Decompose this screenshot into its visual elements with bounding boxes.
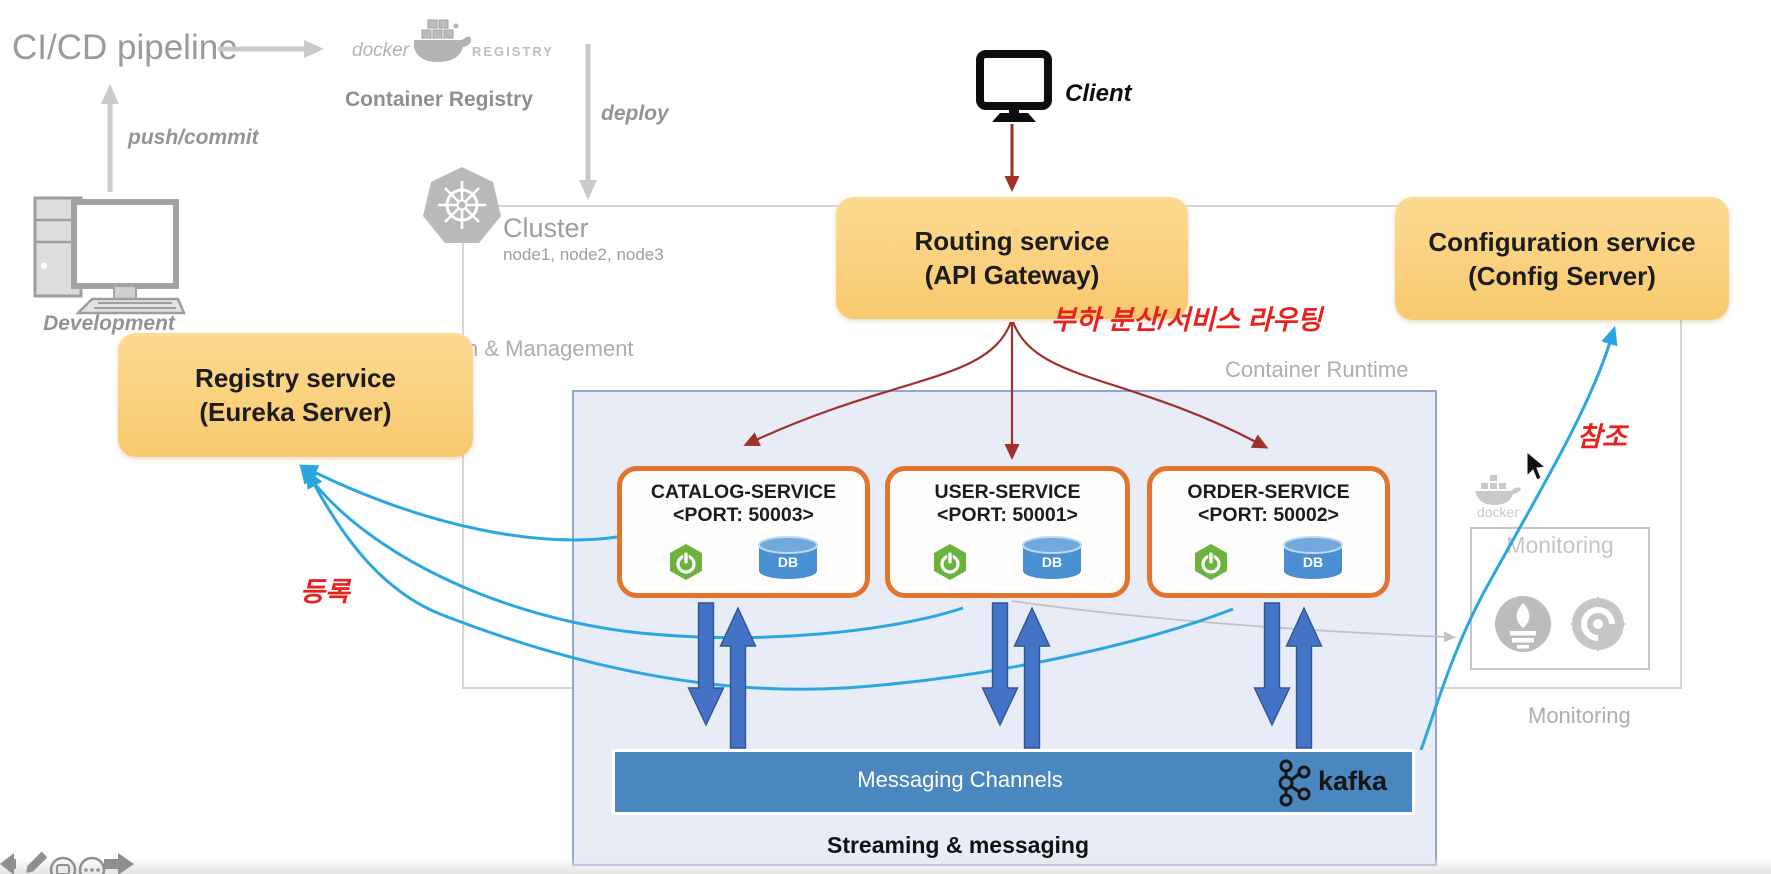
management-label: n & Management: [466, 336, 634, 361]
prev-slide-icon[interactable]: [0, 852, 16, 874]
routing-line1: Routing service: [914, 226, 1110, 256]
docker-small-label: docker: [1476, 504, 1520, 520]
monitoring-inner-label: Monitoring: [1506, 532, 1614, 558]
routing-service-box: Routing service (API Gateway): [836, 197, 1188, 319]
spring-boot-icon: [667, 543, 705, 581]
prometheus-icon: [1494, 595, 1552, 653]
routing-line2: (API Gateway): [924, 260, 1100, 290]
mouse-cursor-icon: [1524, 452, 1548, 482]
config-line1: Configuration service: [1428, 226, 1696, 257]
slide-bottom-edge: [0, 857, 1771, 874]
development-computer-icon: [30, 190, 188, 318]
kubernetes-icon: [422, 165, 502, 245]
monitoring-outer-label: Monitoring: [1528, 703, 1631, 728]
streaming-caption: Streaming & messaging: [826, 832, 1090, 858]
spring-boot-icon: [931, 543, 969, 581]
service-name: ORDER-SERVICE: [1187, 481, 1350, 503]
deploy-label: deploy: [601, 102, 669, 125]
grafana-icon: [1568, 595, 1628, 653]
development-label: Development: [43, 312, 175, 335]
spring-boot-icon: [1192, 543, 1230, 581]
config-line2: (Config Server): [1468, 260, 1656, 291]
docker-brand-label: docker: [352, 40, 410, 61]
service-name: CATALOG-SERVICE: [650, 481, 837, 503]
service-port: <PORT: 50003>: [673, 504, 814, 526]
kafka-label: kafka: [1318, 766, 1388, 796]
cicd-pipeline-title: CI/CD pipeline: [12, 28, 238, 67]
service-port: <PORT: 50001>: [937, 504, 1078, 526]
database-icon: DB: [756, 535, 820, 581]
db-label: DB: [1303, 554, 1323, 570]
docker-registry-whale-icon: [410, 14, 472, 70]
registry-service-box: Registry service (Eureka Server): [118, 333, 473, 457]
messaging-channels-label: Messaging Channels: [857, 767, 1063, 792]
reference-label: 참조: [1577, 422, 1627, 452]
registry-line1: Registry service: [195, 363, 396, 393]
db-label: DB: [778, 554, 798, 570]
service-port: <PORT: 50002>: [1198, 504, 1339, 526]
config-service-box: Configuration service (Config Server): [1395, 197, 1729, 320]
registry-word-label: REGISTRY: [472, 44, 554, 59]
client-label: Client: [1065, 80, 1132, 107]
client-monitor-icon: [975, 50, 1053, 126]
container-runtime-label: Container Runtime: [1225, 357, 1409, 382]
container-registry-label: Container Registry: [345, 88, 533, 111]
service-name: USER-SERVICE: [934, 481, 1081, 503]
messaging-channels-bar: Messaging Channels kafka: [612, 749, 1415, 815]
cluster-label: Cluster: [503, 213, 589, 243]
register-label: 등록: [300, 577, 350, 607]
catalog-service-box: CATALOG-SERVICE <PORT: 50003> DB: [617, 466, 870, 598]
cluster-nodes-label: node1, node2, node3: [503, 245, 664, 264]
more-options-icon[interactable]: [78, 856, 106, 874]
order-service-box: ORDER-SERVICE <PORT: 50002> DB: [1147, 466, 1390, 598]
registry-line2: (Eureka Server): [199, 397, 392, 427]
routing-note-label: 부하 분산/서비스 라우팅: [1051, 305, 1322, 335]
pencil-icon[interactable]: [20, 850, 52, 874]
next-slide-icon[interactable]: [104, 852, 134, 874]
db-label: DB: [1042, 554, 1062, 570]
laser-pointer-icon[interactable]: [49, 856, 77, 874]
database-icon: DB: [1020, 535, 1084, 581]
database-icon: DB: [1281, 535, 1345, 581]
kafka-icon: [1277, 759, 1311, 807]
push-commit-label: push/commit: [128, 126, 259, 149]
user-service-box: USER-SERVICE <PORT: 50001> DB: [885, 466, 1130, 598]
